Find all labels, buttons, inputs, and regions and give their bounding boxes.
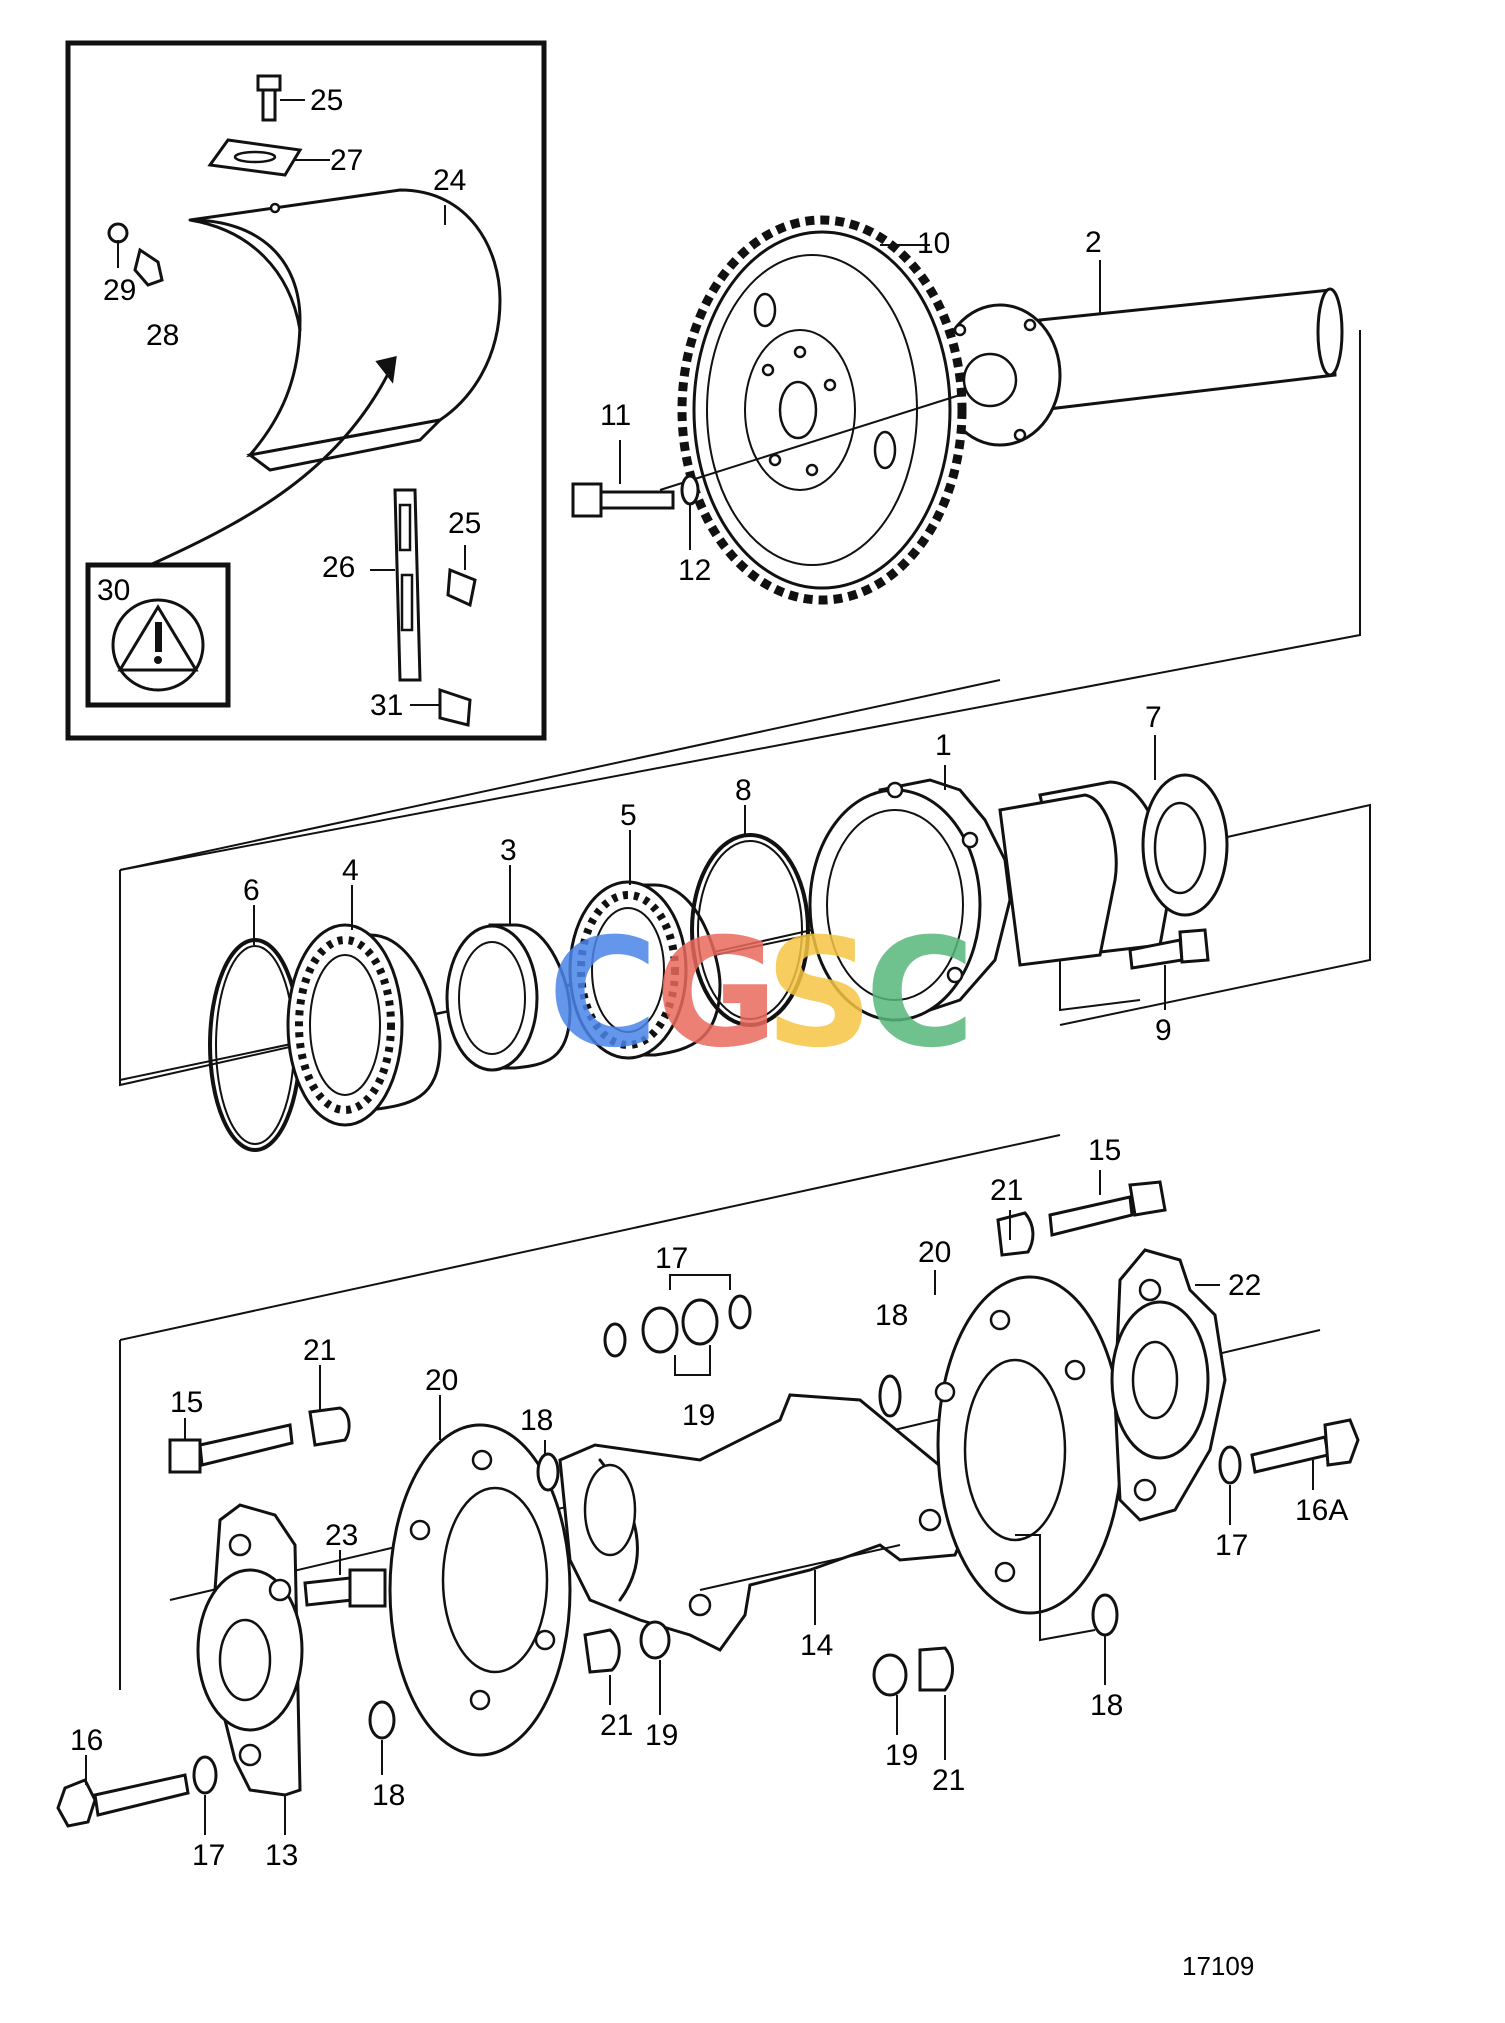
callout-26: 26 [322, 551, 355, 584]
reference-number: 17109 [1182, 1951, 1254, 1981]
callout-18-a: 18 [372, 1779, 405, 1812]
callout-14: 14 [800, 1629, 833, 1662]
gasket-20-left [388, 1423, 572, 1757]
callout-7: 7 [1145, 701, 1162, 734]
callout-17-left: 17 [192, 1839, 225, 1872]
roller-bearing-4 [286, 923, 442, 1127]
timing-gear-10 [677, 215, 967, 605]
callout-3: 3 [500, 834, 517, 867]
flange-13 [196, 1503, 304, 1797]
callout-24: 24 [433, 164, 466, 197]
callout-4: 4 [342, 854, 359, 887]
shaft-seal-7 [1141, 773, 1229, 917]
callout-1: 1 [935, 729, 952, 762]
coupling-assembly: 16 17 13 18 15 21 23 20 18 17 19 14 21 1… [56, 1134, 1360, 1872]
callout-21-b: 21 [600, 1709, 633, 1742]
callout-12: 12 [678, 554, 711, 587]
washer-18-c [878, 1374, 902, 1418]
arrow-to-cover [148, 368, 392, 567]
callout-9: 9 [1155, 1014, 1172, 1047]
washer-18-b [536, 1452, 560, 1492]
callout-5: 5 [620, 799, 637, 832]
callout-31: 31 [370, 689, 403, 722]
watermark-letter-2: G [655, 907, 778, 1081]
callout-19-top: 19 [682, 1399, 715, 1432]
callout-16a: 16A [1295, 1494, 1348, 1527]
bolt-31 [438, 687, 472, 727]
spacer-nut-pair-lower-left [583, 1620, 671, 1674]
drive-shaft-2 [938, 287, 1344, 447]
callout-13: 13 [265, 1839, 298, 1872]
callout-17-top: 17 [655, 1242, 688, 1275]
callout-20-left: 20 [425, 1364, 458, 1397]
spacer-sleeve-3 [445, 923, 572, 1072]
cover-plate-24 [188, 188, 502, 472]
washer-18-d [1091, 1593, 1119, 1637]
callout-30: 30 [97, 574, 130, 607]
bolt-15-left [168, 1406, 351, 1474]
roller-bearing-5 [568, 880, 722, 1060]
bolt-11 [571, 474, 700, 518]
watermark-logo: C G S C [548, 907, 975, 1081]
callout-23: 23 [325, 1519, 358, 1552]
watermark-letter-1: C [548, 907, 658, 1081]
o-ring-8 [690, 833, 810, 1027]
callout-16: 16 [70, 1724, 103, 1757]
bolt-15-right [996, 1180, 1167, 1257]
callout-29: 29 [103, 274, 136, 307]
bolt-16 [56, 1755, 218, 1828]
callout-20-right: 20 [918, 1236, 951, 1269]
bracket-27 [207, 138, 303, 177]
watermark-letter-3: S [765, 907, 873, 1081]
callout-19-b: 19 [645, 1719, 678, 1752]
callout-21-c: 21 [932, 1764, 965, 1797]
callout-28: 28 [146, 319, 179, 352]
callout-15-left: 15 [170, 1386, 203, 1419]
callout-17-right: 17 [1215, 1529, 1248, 1562]
callout-25-lower: 25 [448, 507, 481, 540]
washer-18-a [368, 1700, 396, 1740]
bearing-housing-1 [808, 778, 1172, 1022]
nut-washer-cluster [603, 1294, 752, 1358]
callout-18-d: 18 [1090, 1689, 1123, 1722]
inset-panel: 25 27 24 29 28 25 26 30 31 [65, 40, 547, 741]
bolt-16a [1218, 1418, 1360, 1485]
callout-22: 22 [1228, 1269, 1261, 1302]
flange-22 [1110, 1248, 1227, 1522]
callout-21-a: 21 [303, 1334, 336, 1367]
callout-21-d: 21 [990, 1174, 1023, 1207]
callout-15-right: 15 [1088, 1134, 1121, 1167]
bolt-25-top [256, 74, 282, 122]
gasket-20-right [934, 1275, 1124, 1615]
callout-2: 2 [1085, 226, 1102, 259]
callout-27: 27 [330, 144, 363, 177]
strap-26 [393, 488, 422, 682]
callout-6: 6 [243, 874, 260, 907]
bolt-25-lower [446, 567, 477, 608]
callout-18-b: 18 [520, 1404, 553, 1437]
spacer-nut-pair-lower-right [872, 1646, 954, 1697]
callout-11: 11 [600, 399, 631, 432]
callout-18-c: 18 [875, 1299, 908, 1332]
callout-8: 8 [735, 774, 752, 807]
arrow-head [375, 356, 397, 384]
bolt-9 [1128, 928, 1210, 970]
coupling-body-14 [558, 1393, 972, 1652]
callout-19-c: 19 [885, 1739, 918, 1772]
callout-10: 10 [917, 227, 950, 260]
callout-25-top: 25 [310, 84, 343, 117]
drive-assembly: 10 2 11 12 [119, 215, 1361, 871]
bearing-assembly: 6 4 3 5 8 1 7 9 [119, 679, 1371, 1152]
watermark-letter-4: C [865, 907, 975, 1081]
bolt-23 [303, 1568, 387, 1608]
